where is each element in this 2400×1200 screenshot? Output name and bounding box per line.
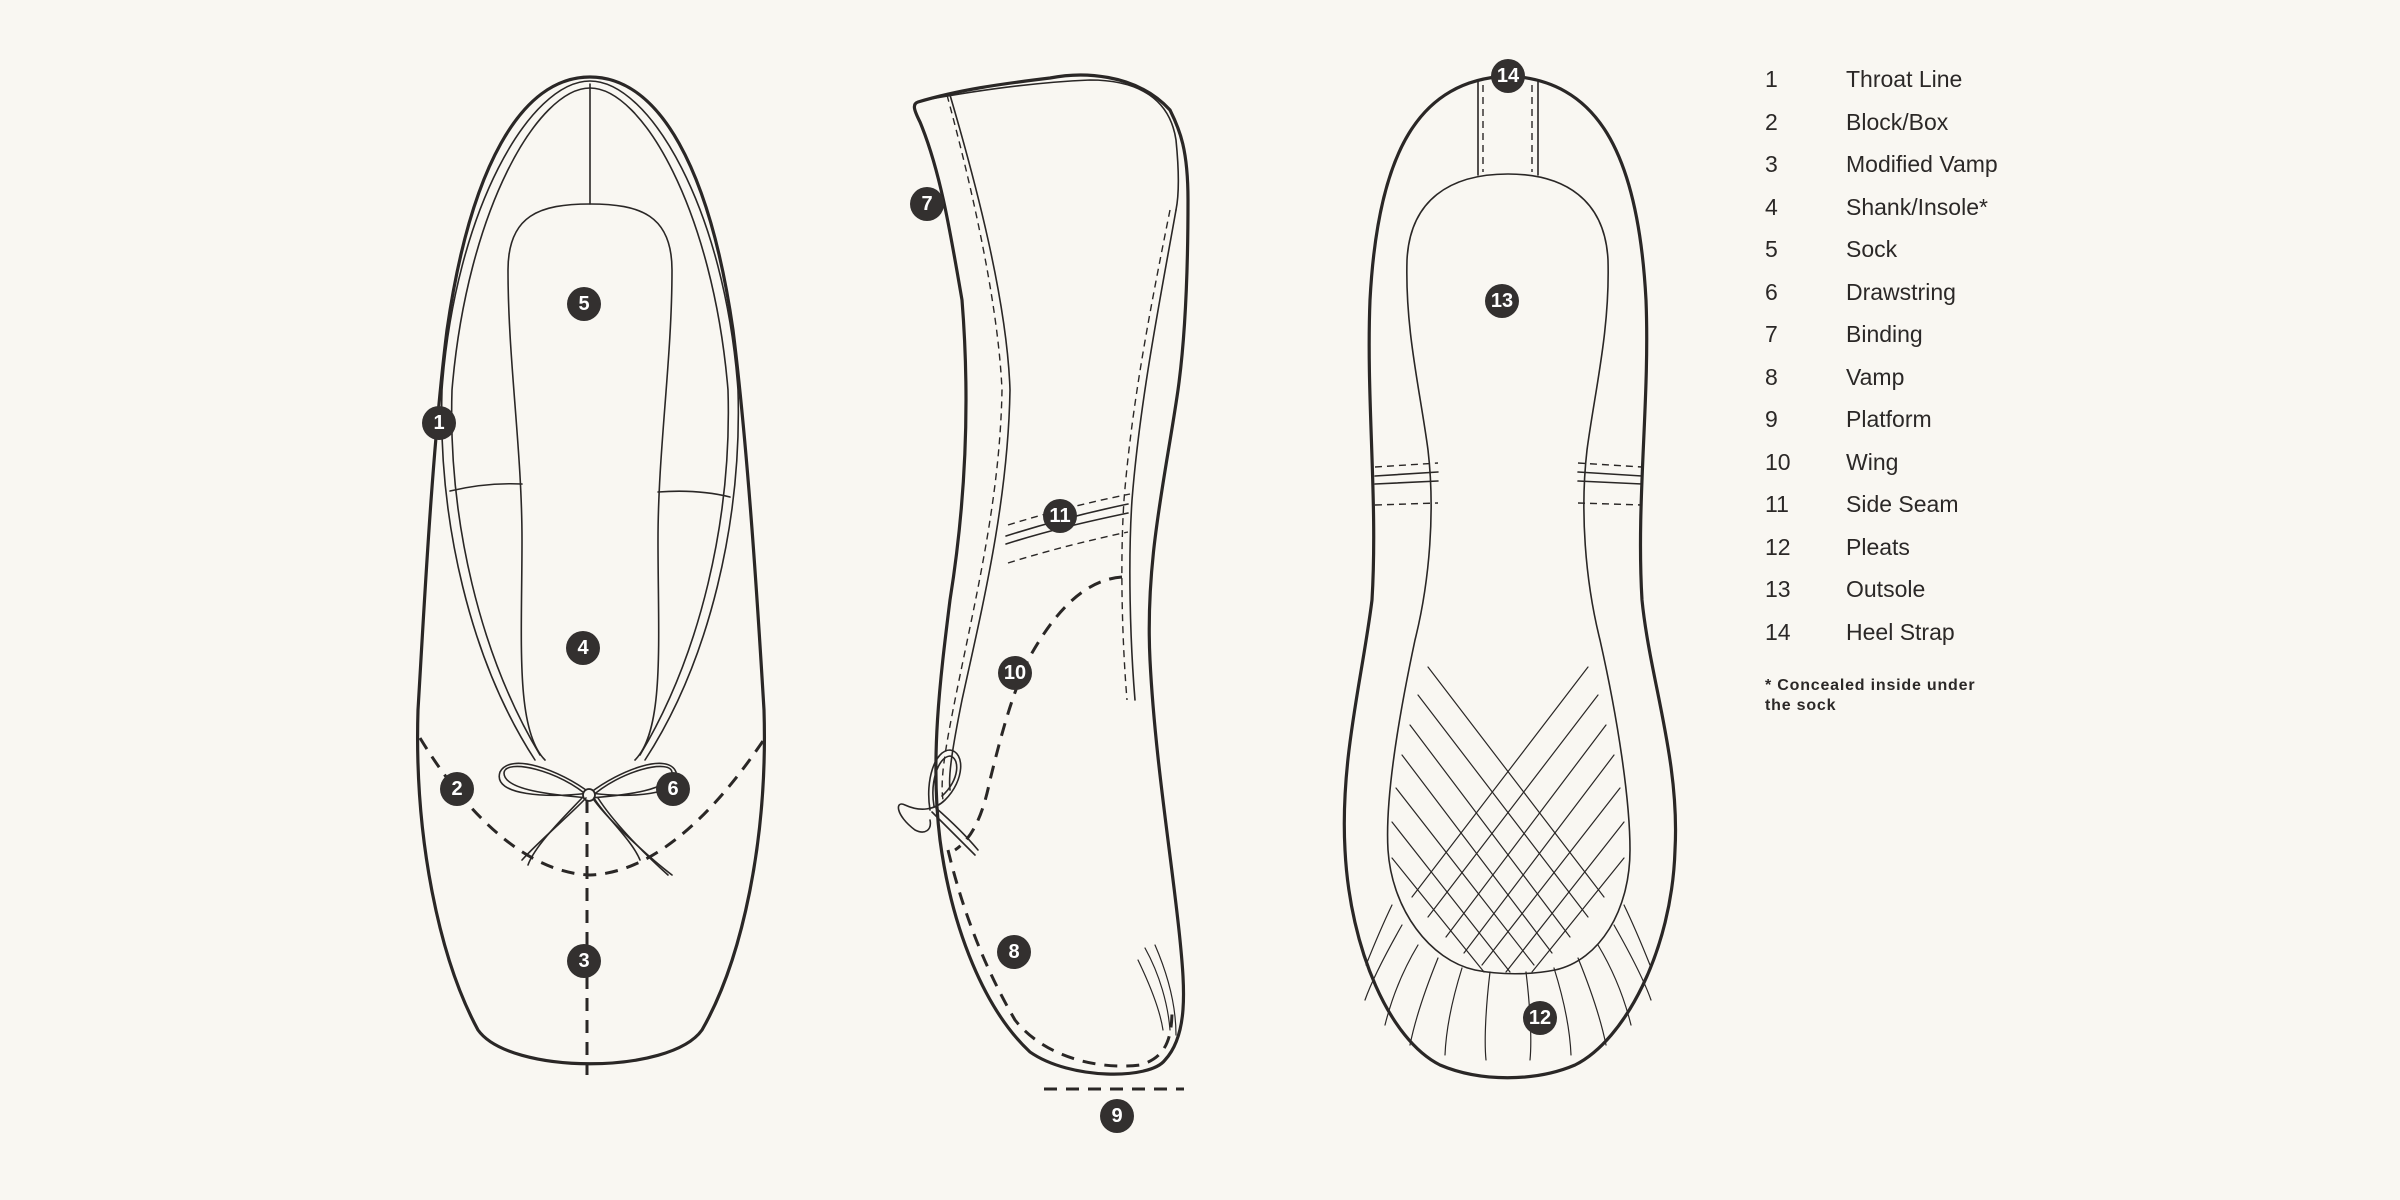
side-view-binding-top [924, 79, 1180, 211]
shoe-side-view [897, 73, 1190, 1091]
legend-label: Binding [1846, 321, 1923, 347]
svg-text:12: 12 [1529, 1007, 1551, 1029]
toe-pleats [1364, 904, 1652, 1061]
legend-number: 3 [1765, 151, 1778, 177]
legend-number: 12 [1765, 533, 1791, 560]
marker-10: 10 [998, 656, 1032, 690]
legend-label: Sock [1846, 236, 1898, 262]
marker-7: 7 [910, 187, 944, 221]
legend-label: Shank/Insole* [1846, 193, 1988, 220]
svg-text:5: 5 [578, 293, 589, 315]
side-view-binding-back [941, 94, 1003, 801]
legend-label: Block/Box [1846, 108, 1949, 135]
legend-label: Pleats [1846, 533, 1910, 560]
legend-number: 2 [1765, 108, 1778, 135]
top-view-outer-outline [416, 75, 766, 1066]
outsole-crosshatch [1391, 666, 1625, 973]
legend-number: 11 [1765, 491, 1789, 517]
svg-text:13: 13 [1491, 290, 1513, 312]
bottom-view-side-seam-left [1374, 471, 1439, 485]
marker-8: 8 [997, 935, 1031, 969]
outsole-outline [1386, 173, 1631, 975]
legend-number: 7 [1765, 321, 1778, 347]
heel-strap-stitch [1482, 85, 1533, 172]
legend-label: Throat Line [1846, 66, 1963, 92]
top-view-binding-inner [450, 87, 730, 756]
legend-number: 4 [1765, 193, 1778, 220]
side-view-binding-front-dash [1121, 209, 1171, 701]
top-view-sock [507, 203, 673, 761]
legend-footnote: * Concealed inside under the sock [1765, 677, 1976, 714]
side-view-bow [897, 749, 979, 856]
marker-13: 13 [1485, 284, 1519, 318]
svg-text:14: 14 [1497, 65, 1520, 87]
legend-label: Side Seam [1846, 491, 1959, 517]
wing-dashed-line [954, 575, 1123, 852]
heel-strap [1477, 81, 1539, 176]
svg-text:8: 8 [1008, 941, 1019, 963]
bottom-view-side-seam-left-dash [1374, 462, 1439, 506]
svg-text:4: 4 [577, 637, 589, 659]
marker-6: 6 [656, 772, 690, 806]
shoe-bottom-view [1342, 74, 1678, 1080]
top-view-binding-outer [440, 80, 740, 761]
side-view-binding-back-line [948, 94, 1011, 791]
svg-text:7: 7 [921, 193, 932, 215]
marker-12: 12 [1523, 1001, 1557, 1035]
drawstring-bow [498, 762, 678, 876]
shoe-top-view [416, 75, 767, 1075]
top-view-sock-seam-left [449, 482, 523, 492]
marker-4: 4 [566, 631, 600, 665]
vamp-platform-dashed-line [946, 849, 1174, 1068]
side-view-toe-pleats [1137, 944, 1177, 1036]
legend-label: Modified Vamp [1846, 151, 1998, 177]
svg-text:9: 9 [1111, 1105, 1122, 1127]
legend-number: 10 [1765, 448, 1791, 475]
legend-label: Wing [1846, 448, 1899, 475]
side-view-binding-front [1129, 209, 1177, 701]
box-dashed-line [418, 737, 767, 877]
legend-number: 1 [1765, 66, 1778, 92]
marker-3: 3 [567, 944, 601, 978]
marker-1: 1 [422, 406, 456, 440]
svg-text:1: 1 [433, 412, 444, 434]
legend-label: Outsole [1846, 576, 1926, 602]
marker-5: 5 [567, 287, 601, 321]
legend-number: 14 [1765, 618, 1791, 645]
bottom-view-side-seam-right [1577, 471, 1643, 485]
legend-number: 5 [1765, 236, 1778, 262]
side-seam-dash-2 [1007, 531, 1129, 564]
marker-9: 9 [1100, 1099, 1134, 1133]
marker-11: 11 [1043, 499, 1077, 533]
svg-text:11: 11 [1049, 505, 1070, 527]
legend-label: Vamp [1846, 363, 1905, 390]
svg-text:10: 10 [1004, 662, 1026, 684]
legend-label: Drawstring [1846, 278, 1956, 305]
svg-text:2: 2 [451, 778, 462, 800]
marker-2: 2 [440, 772, 474, 806]
svg-text:6: 6 [667, 778, 678, 800]
bottom-view-side-seam-right-dash [1577, 462, 1643, 506]
top-view-sock-seam-right [657, 490, 731, 498]
legend-number: 9 [1765, 406, 1778, 432]
legend-label: Heel Strap [1846, 618, 1955, 645]
marker-14: 14 [1491, 59, 1525, 93]
legend-label: Platform [1846, 406, 1932, 432]
legend-number: 13 [1765, 576, 1791, 602]
legend-number: 8 [1765, 363, 1778, 390]
svg-text:3: 3 [578, 950, 589, 972]
legend-number: 6 [1765, 278, 1778, 305]
bottom-view-outer-outline [1342, 74, 1678, 1080]
side-view-outer-outline [912, 73, 1190, 1076]
